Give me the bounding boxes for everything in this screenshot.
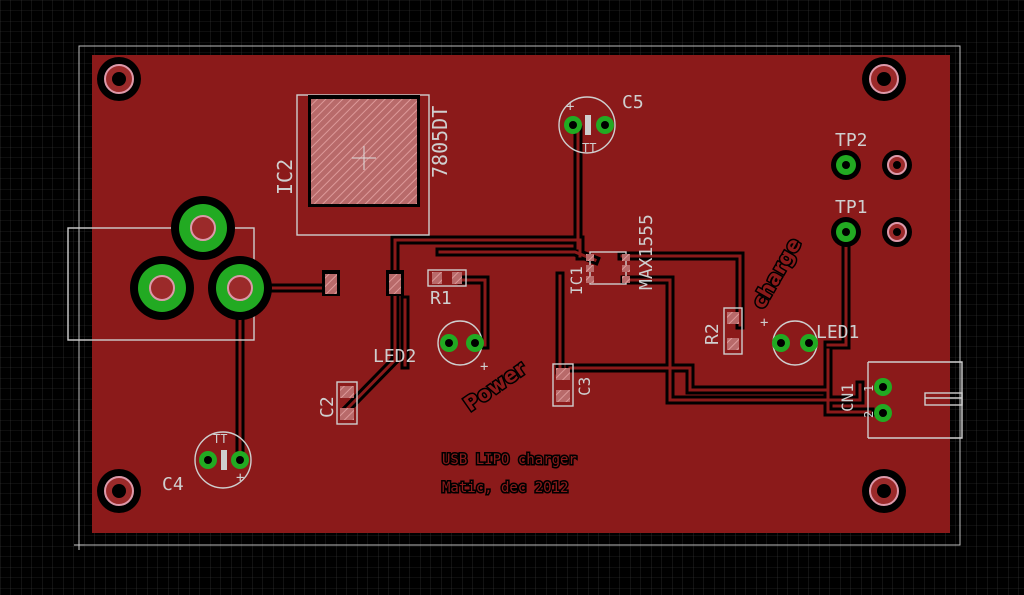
led2-plus: + (480, 359, 488, 375)
led1 (772, 320, 818, 366)
ic1-label: IC1 (567, 266, 586, 295)
origin-marker (74, 540, 84, 550)
mounting-hole-bottom-right (862, 469, 906, 513)
c2-label: C2 (317, 396, 338, 418)
led1-label: LED1 (816, 322, 859, 343)
c5-plus: + (566, 99, 574, 115)
c2-capacitor (336, 381, 358, 425)
ic2-regulator (296, 94, 430, 296)
c4-tt: TT (213, 432, 227, 446)
mounting-holes (97, 57, 906, 513)
c5-tt: TT (582, 141, 596, 155)
cn1-label: CN1 (838, 383, 857, 412)
mounting-hole-bottom-left (97, 469, 141, 513)
cn1-pin2: 2 (862, 411, 876, 418)
board-title-line2: Matic, dec 2012 (442, 480, 568, 496)
ic1-charger (586, 251, 630, 285)
c4-label: C4 (162, 474, 184, 495)
mounting-hole-top-left (97, 57, 141, 101)
ic2-label: IC2 (273, 159, 297, 195)
led2 (437, 320, 484, 366)
c5-capacitor (558, 96, 616, 154)
jack-pad-top (171, 196, 235, 260)
r1-resistor (427, 269, 467, 287)
tp1-testpoint (831, 217, 912, 247)
c4-plus: + (236, 470, 244, 486)
c3-capacitor (552, 363, 574, 407)
cn1-pin1: 1 (862, 385, 876, 392)
tp2-label: TP2 (835, 130, 868, 151)
r2-label: R2 (702, 323, 723, 345)
led2-label: LED2 (373, 346, 416, 367)
board-title-line1: USB LIPO charger (442, 452, 577, 468)
jack-pad-left (130, 256, 194, 320)
led1-plus: + (760, 315, 768, 331)
mounting-hole-top-right (862, 57, 906, 101)
tp2-testpoint (831, 150, 912, 180)
board-outline (78, 45, 961, 546)
cn1-connector (867, 361, 963, 439)
c4-capacitor (194, 431, 252, 489)
c5-label: C5 (622, 92, 644, 113)
ic2-value: 7805DT (428, 106, 452, 178)
ic1-value: MAX1555 (636, 214, 657, 290)
c3-label: C3 (575, 377, 594, 396)
jack-pad-right (208, 256, 272, 320)
power-jack (67, 196, 272, 341)
r2-resistor (723, 307, 743, 355)
tp1-label: TP1 (835, 197, 868, 218)
r1-label: R1 (430, 288, 452, 309)
